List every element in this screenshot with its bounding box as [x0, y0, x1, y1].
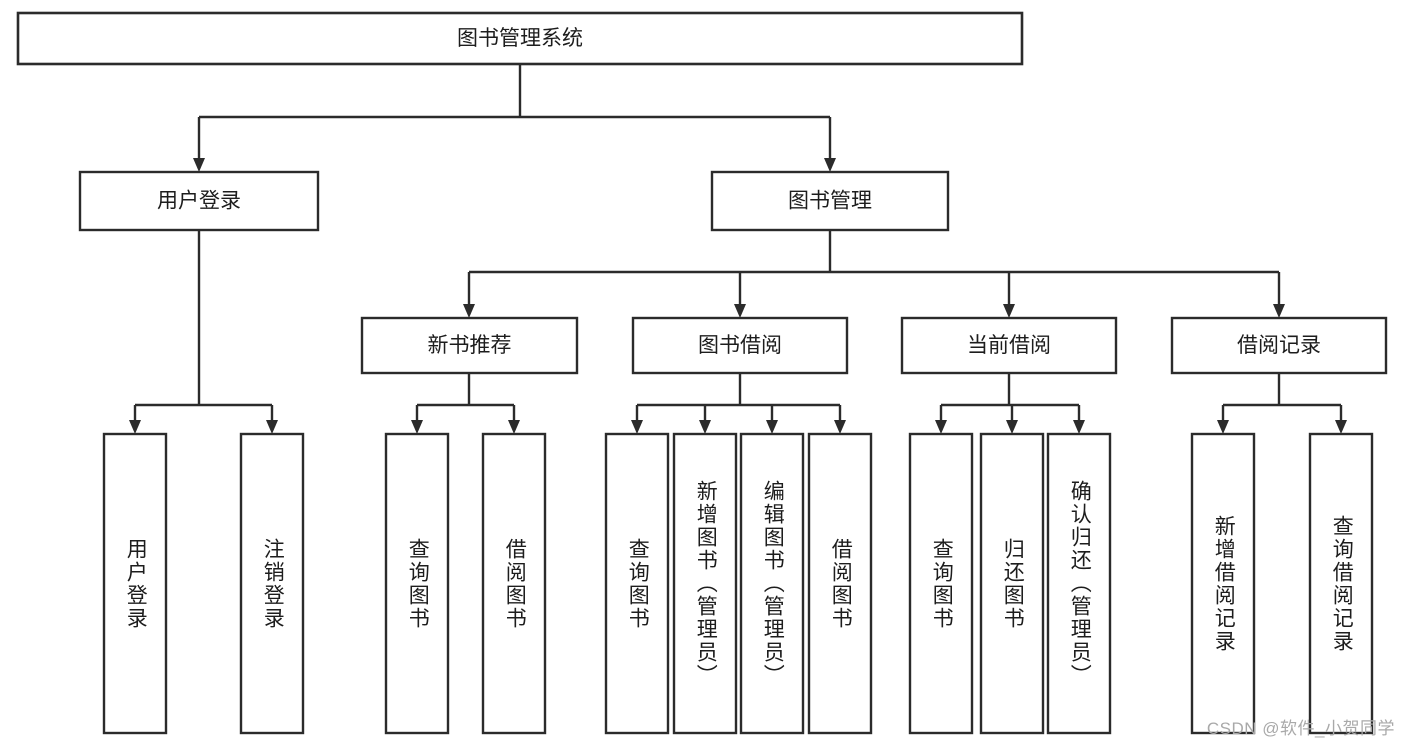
node-leaf-9[interactable] — [979, 432, 1045, 735]
arrow-head-icon — [1273, 304, 1285, 318]
arrow-head-icon — [766, 420, 778, 434]
node-leaf-3[interactable] — [481, 432, 547, 735]
node-l3-label-0: 新书推荐 — [428, 334, 512, 357]
node-root-label: 图书管理系统 — [457, 27, 583, 50]
arrow-head-icon — [1003, 304, 1015, 318]
node-l3-0[interactable] — [360, 316, 579, 375]
arrow-head-icon — [411, 420, 423, 434]
arrow-head-icon — [699, 420, 711, 434]
arrow-head-icon — [508, 420, 520, 434]
node-leaf-7[interactable] — [807, 432, 873, 735]
node-leaf-5[interactable] — [672, 432, 738, 735]
node-leaf-4[interactable] — [604, 432, 670, 735]
node-boxes — [16, 11, 1388, 735]
node-leaf-6[interactable] — [739, 432, 805, 735]
arrow-head-icon — [824, 158, 836, 172]
node-leaf-0[interactable] — [102, 432, 168, 735]
node-leaf-1[interactable] — [239, 432, 305, 735]
node-root-图书管理系统[interactable] — [16, 11, 1024, 66]
csdn-watermark: CSDN @软件_小贺同学 — [1206, 719, 1395, 738]
arrow-head-icon — [631, 420, 643, 434]
node-l3-label-3: 借阅记录 — [1237, 334, 1321, 357]
node-l3-3[interactable] — [1170, 316, 1388, 375]
node-leaf-11[interactable] — [1190, 432, 1256, 735]
node-l3-1[interactable] — [631, 316, 849, 375]
arrow-head-icon — [1335, 420, 1347, 434]
node-leaf-12[interactable] — [1308, 432, 1374, 735]
arrow-head-icon — [935, 420, 947, 434]
connector-lines — [129, 64, 1347, 434]
node-l2-label-1: 图书管理 — [788, 190, 872, 213]
node-leaf-8[interactable] — [908, 432, 974, 735]
node-l2-1[interactable] — [710, 170, 950, 232]
arrow-head-icon — [129, 420, 141, 434]
arrow-head-icon — [734, 304, 746, 318]
node-leaf-2[interactable] — [384, 432, 450, 735]
arrow-head-icon — [1006, 420, 1018, 434]
arrow-head-icon — [193, 158, 205, 172]
node-leaf-10[interactable] — [1046, 432, 1112, 735]
arrow-head-icon — [834, 420, 846, 434]
node-l3-label-2: 当前借阅 — [967, 334, 1051, 357]
node-l3-label-1: 图书借阅 — [698, 334, 782, 357]
arrow-head-icon — [1073, 420, 1085, 434]
node-l2-0[interactable] — [78, 170, 320, 232]
node-l2-label-0: 用户登录 — [157, 190, 241, 213]
arrow-head-icon — [463, 304, 475, 318]
arrow-head-icon — [1217, 420, 1229, 434]
arrow-head-icon — [266, 420, 278, 434]
node-l3-2[interactable] — [900, 316, 1118, 375]
